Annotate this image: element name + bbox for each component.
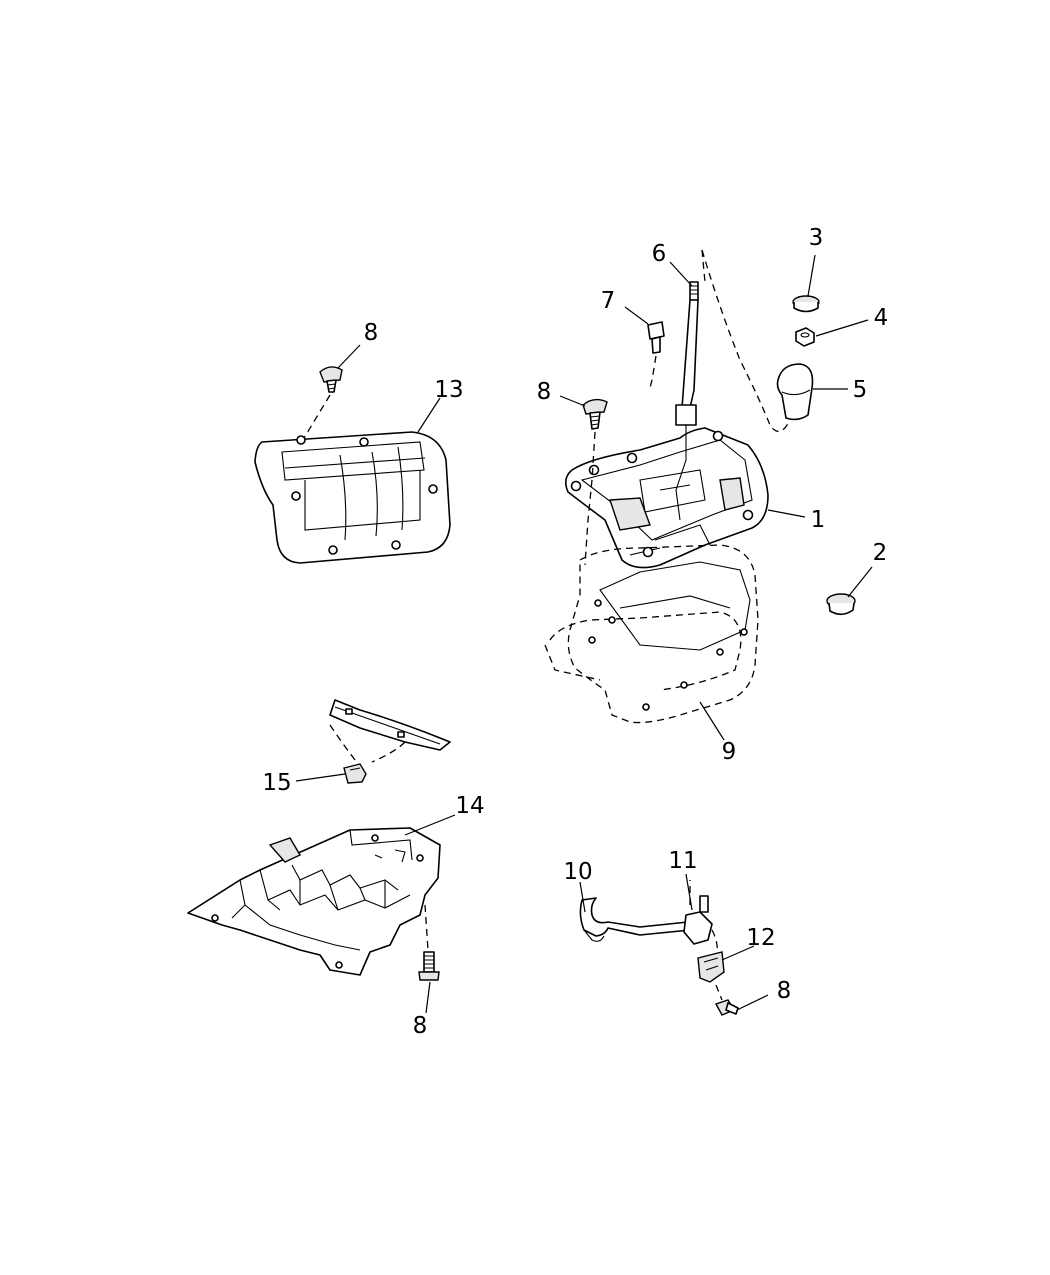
part-15-clip [343, 763, 367, 784]
part-7-bolt [647, 321, 665, 389]
part-12-clip [697, 951, 725, 983]
callout-12: 12 [746, 925, 775, 951]
leader-7 [624, 306, 649, 325]
leader-3 [807, 254, 816, 297]
leader-6 [669, 261, 693, 287]
part-8-screw-lower-right [714, 984, 739, 1016]
callout-1: 1 [811, 507, 826, 533]
leader-11 [685, 873, 693, 911]
part-1-shifter-bracket [564, 427, 769, 569]
callout-11: 11 [668, 848, 697, 874]
callout-2: 2 [873, 540, 888, 566]
part-4-nut [795, 327, 815, 347]
leader-8c [425, 981, 431, 1014]
part-8-screw-lower-left [418, 951, 440, 981]
part-14-floor-tray [187, 827, 441, 976]
callout-5: 5 [853, 377, 868, 403]
callout-15: 15 [262, 770, 291, 796]
part-13-cover [254, 431, 451, 564]
leader-9 [699, 701, 725, 741]
callout-14: 14 [455, 793, 484, 819]
callout-8-upper-middle: 8 [537, 379, 552, 405]
callout-8-upper-left: 8 [364, 320, 379, 346]
callout-8-lower-left: 8 [413, 1013, 428, 1039]
part-11-bracket [683, 880, 718, 961]
part-5-knob [776, 363, 814, 421]
callout-10: 10 [563, 859, 592, 885]
part-9-boot-outline [544, 544, 759, 724]
callouts: 1 2 3 4 5 6 7 8 8 8 8 9 10 11 12 13 14 1… [262, 225, 888, 1039]
leader-lines [295, 254, 873, 1014]
callout-13: 13 [434, 377, 463, 403]
callout-6: 6 [652, 241, 667, 267]
part-3-cap [792, 295, 820, 313]
leader-12 [721, 945, 755, 961]
callout-9: 9 [722, 739, 737, 765]
leader-4 [815, 319, 869, 337]
leader-10 [579, 881, 586, 913]
callout-3: 3 [809, 225, 824, 251]
leader-8a [337, 344, 361, 369]
part-6-shift-lever [675, 249, 791, 521]
part-15-bracket-strip [329, 699, 451, 763]
part-2-plug [826, 593, 856, 616]
part-8-screw-upper-left [303, 366, 343, 439]
leader-1 [767, 509, 806, 518]
callout-4: 4 [874, 305, 889, 331]
leader-2 [847, 566, 873, 598]
part-8-screw-upper-middle [582, 398, 608, 566]
leader-13 [417, 397, 441, 433]
part-10-cable [579, 897, 691, 942]
leader-8b [559, 395, 586, 407]
leader-8d [736, 994, 769, 1011]
callout-8-lower-right: 8 [777, 978, 792, 1004]
callout-7: 7 [601, 288, 616, 314]
leader-14 [404, 814, 456, 836]
leader-15 [295, 773, 346, 782]
